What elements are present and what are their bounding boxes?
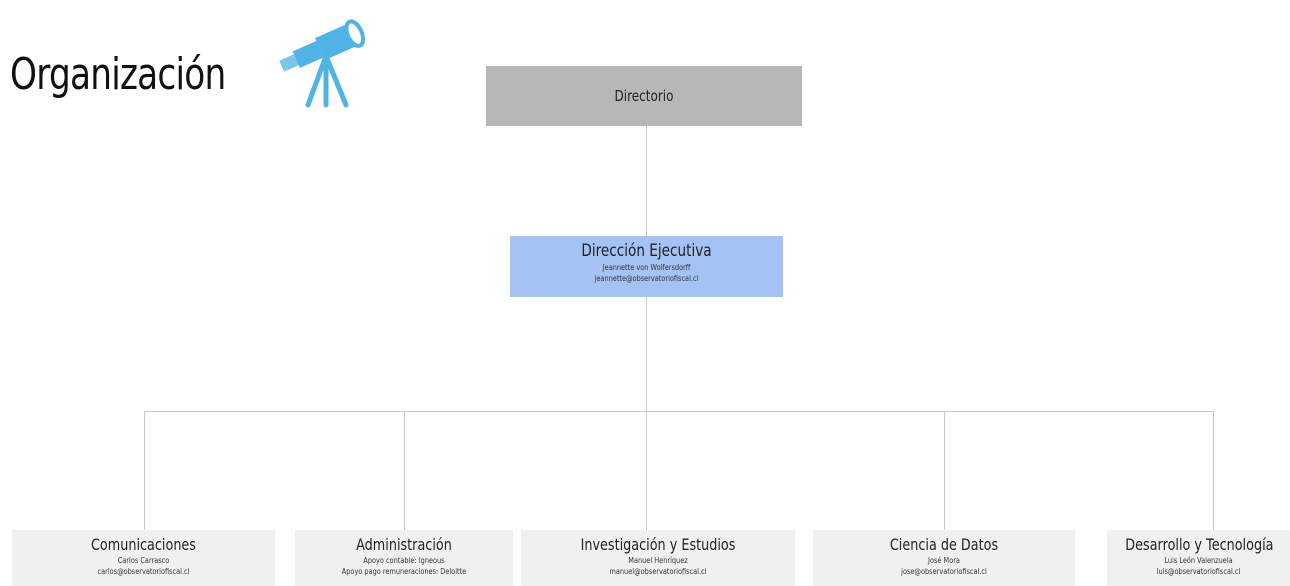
node-email: luis@observatoriofiscal.cl <box>1156 567 1241 576</box>
connector-board-executive <box>646 126 647 236</box>
connector-unit-comunicaciones <box>144 411 145 530</box>
node-title: Comunicaciones <box>91 535 196 554</box>
node-person: Luis León Valenzuela <box>1164 556 1233 565</box>
telescope-icon <box>279 19 366 108</box>
connector-executive-bus <box>646 297 647 411</box>
node-person: Manuel Henríquez <box>628 556 688 565</box>
node-support-payroll: Apoyo pago remuneraciones: Deloitte <box>341 567 467 576</box>
node-support-accounting: Apoyo contable: Igneous <box>363 556 445 565</box>
node-email: jeannette@observatoriofiscal.cl <box>594 274 699 283</box>
node-email: manuel@observatoriofiscal.cl <box>609 567 707 576</box>
node-email: carlos@observatoriofiscal.cl <box>97 567 190 576</box>
node-investigacion-estudios: Investigación y Estudios Manuel Henríque… <box>521 530 795 586</box>
node-title: Dirección Ejecutiva <box>581 241 712 261</box>
node-direccion-ejecutiva: Dirección Ejecutiva Jeannette von Wolfer… <box>510 236 783 297</box>
node-title: Desarrollo y Tecnología <box>1125 535 1274 554</box>
node-administracion: Administración Apoyo contable: Igneous A… <box>295 530 513 586</box>
connector-unit-administracion <box>404 411 405 530</box>
node-person: José Mora <box>928 556 960 565</box>
node-person: Jeannette von Wolfersdorff <box>602 263 691 272</box>
node-desarrollo-tecnologia: Desarrollo y Tecnología Luis León Valenz… <box>1107 530 1290 586</box>
connector-unit-ciencia-datos <box>944 411 945 530</box>
node-email: jose@observatoriofiscal.cl <box>901 567 987 576</box>
node-comunicaciones: Comunicaciones Carlos Carrasco carlos@ob… <box>12 530 275 586</box>
node-title: Investigación y Estudios <box>580 535 736 554</box>
connector-unit-investigacion <box>646 411 647 530</box>
page-title: Organización <box>10 49 226 100</box>
node-title: Ciencia de Datos <box>889 535 999 554</box>
connector-bus <box>144 411 1214 412</box>
node-person: Carlos Carrasco <box>117 556 170 565</box>
node-title: Directorio <box>614 87 674 105</box>
node-title: Administración <box>356 535 452 554</box>
node-directorio: Directorio <box>486 66 802 126</box>
connector-unit-desarrollo <box>1213 411 1214 530</box>
node-ciencia-datos: Ciencia de Datos José Mora jose@observat… <box>813 530 1075 586</box>
